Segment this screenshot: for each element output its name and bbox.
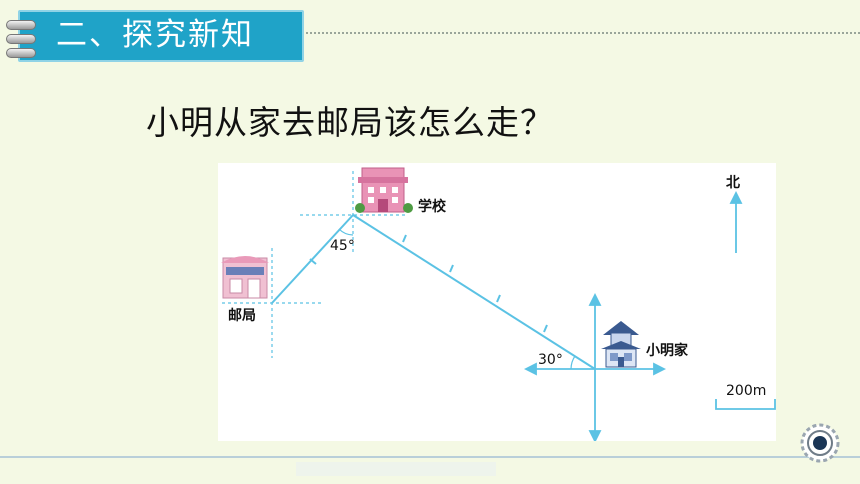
question-text: 小明从家去邮局该怎么走？ <box>146 103 554 142</box>
footer-divider <box>0 456 860 458</box>
scale-label: 200m <box>726 383 766 399</box>
route-tick <box>496 294 501 303</box>
north-label: 北 <box>726 175 740 191</box>
route-map: 学校 邮局 小明家 北 45° 30° 200m <box>218 163 776 444</box>
section-title: 二、探究新知 <box>56 17 254 53</box>
school-label: 学校 <box>418 198 447 215</box>
arrow-up-icon <box>588 292 602 306</box>
school-building-icon <box>355 167 413 213</box>
route-tick <box>449 264 454 273</box>
post-office-label: 邮局 <box>228 307 256 324</box>
footer-bar <box>296 462 496 476</box>
binder-ring <box>6 48 36 58</box>
binder-ring <box>6 20 36 30</box>
route-tick <box>309 258 317 265</box>
arrow-right-icon <box>653 362 667 376</box>
header-divider <box>306 32 860 34</box>
home-building-icon <box>601 321 641 368</box>
home-label: 小明家 <box>646 342 689 359</box>
angle-arc-home <box>570 355 576 370</box>
route-tick <box>402 234 407 243</box>
binder-ring <box>6 34 36 44</box>
north-arrow-icon <box>729 190 743 204</box>
angle-label-school: 45° <box>330 238 355 254</box>
route-tick <box>543 324 548 333</box>
scale-bar <box>715 399 776 410</box>
route-map-svg: 学校 邮局 小明家 北 45° 30° 200m <box>221 167 776 444</box>
nav-gear-button[interactable] <box>798 421 842 465</box>
route-segment-post-office-school <box>271 214 354 304</box>
arrow-left-icon <box>523 362 537 376</box>
section-header-tab <box>18 10 304 62</box>
angle-arc-school <box>338 228 354 236</box>
gear-icon <box>800 423 840 463</box>
route-segment-school-home <box>352 214 596 370</box>
post-office-building-icon <box>221 256 269 299</box>
arrow-down-icon <box>588 430 602 444</box>
angle-label-home: 30° <box>538 352 563 368</box>
